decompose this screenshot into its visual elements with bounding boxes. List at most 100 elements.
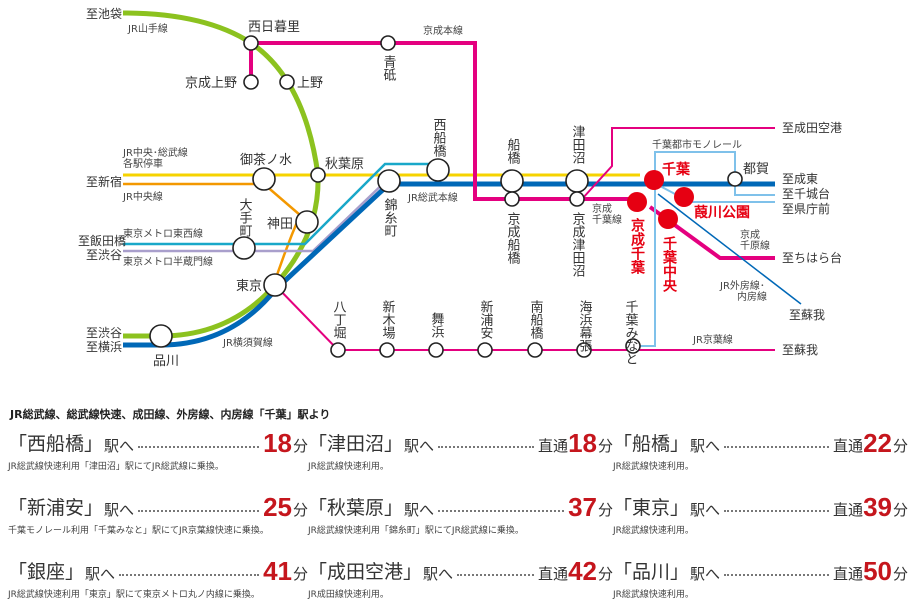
dir-narita-airport: 至成田空港 bbox=[782, 121, 842, 135]
station-aoto[interactable] bbox=[380, 35, 396, 51]
station-maihama[interactable] bbox=[428, 342, 444, 358]
minutes-unit: 分 bbox=[597, 565, 613, 583]
line-tozai bbox=[123, 162, 445, 246]
destination: 「秋葉原」 bbox=[308, 497, 404, 519]
label-shinagawa: 品川 bbox=[153, 354, 179, 369]
dir-soga-1: 至蘇我 bbox=[789, 308, 825, 322]
station-minamifunabashi[interactable] bbox=[527, 342, 543, 358]
station-chiba-chuo[interactable] bbox=[658, 209, 678, 229]
station-ochanomizu[interactable] bbox=[252, 167, 276, 191]
destination: 「銀座」 bbox=[8, 561, 85, 583]
label-nishifunabashi: 西船橋 bbox=[431, 118, 447, 158]
dir-chiharadai: 至ちはら台 bbox=[782, 250, 842, 265]
station-keisei-chiba[interactable] bbox=[627, 192, 647, 212]
station-kanda[interactable] bbox=[295, 210, 319, 234]
minutes-unit: 分 bbox=[292, 565, 308, 583]
destination: 「船橋」 bbox=[613, 433, 690, 455]
station-tokyo[interactable] bbox=[263, 273, 287, 297]
label-maihama: 舞浜 bbox=[429, 312, 445, 338]
stations bbox=[149, 35, 743, 358]
label-hanzomon: 東京メトロ半蔵門線 bbox=[123, 255, 213, 268]
station-keisei-ueno[interactable] bbox=[243, 74, 259, 90]
destination-suffix: 駅へ bbox=[404, 501, 435, 519]
label-kinshicho: 錦糸町 bbox=[382, 197, 398, 237]
label-funabashi: 船橋 bbox=[505, 138, 521, 165]
station-shinagawa[interactable] bbox=[149, 324, 173, 348]
station-ueno[interactable] bbox=[279, 74, 295, 90]
station-akihabara[interactable] bbox=[310, 167, 326, 183]
route-note: JR総武線快速利用。 bbox=[613, 462, 694, 472]
label-local-train: 各駅停車 bbox=[123, 157, 163, 170]
destination-suffix: 駅へ bbox=[404, 437, 435, 455]
travel-time-item: 「船橋」 駅へ 直通 22 分 JR総武線快速利用。 bbox=[613, 424, 908, 474]
destination: 「成田空港」 bbox=[308, 561, 423, 583]
station-hatchobori[interactable] bbox=[330, 342, 346, 358]
minutes: 25 bbox=[263, 492, 292, 522]
dir-soga-2: 至蘇我 bbox=[782, 343, 818, 357]
dot-leader bbox=[138, 510, 260, 512]
line-sotobo bbox=[657, 193, 802, 305]
dot-leader bbox=[724, 446, 830, 448]
minutes-unit: 分 bbox=[892, 565, 908, 583]
travel-time-item: 「東京」 駅へ 直通 39 分 JR総武線快速利用。 bbox=[613, 488, 908, 538]
travel-times-heading: JR総武線、総武線快速、成田線、外房線、内房線「千葉」駅より bbox=[10, 408, 331, 421]
station-kaihinmakuhari[interactable] bbox=[576, 342, 592, 358]
destination: 「西船橋」 bbox=[8, 433, 104, 455]
route-note: JR総武線快速利用「津田沼」駅にてJR総武線に乗換。 bbox=[8, 462, 224, 472]
station-chibaminato[interactable] bbox=[625, 338, 641, 354]
label-chiba: 千葉 bbox=[662, 161, 691, 178]
station-chiba[interactable] bbox=[644, 170, 664, 190]
station-yoshikawa-koen[interactable] bbox=[674, 187, 694, 207]
minutes: 41 bbox=[263, 556, 292, 586]
dir-yokohama: 至横浜 bbox=[86, 340, 122, 354]
route-note: 千葉モノレール利用「千葉みなと」駅にてJR京葉線快速に乗換。 bbox=[8, 526, 269, 536]
label-keisei-chiba: 京成千葉 bbox=[629, 217, 646, 275]
label-toga: 都賀 bbox=[743, 162, 769, 177]
station-shinkiba[interactable] bbox=[379, 342, 395, 358]
label-keisei-chihara-2: 千原線 bbox=[740, 239, 770, 252]
travel-time-item: 「品川」 駅へ 直通 50 分 JR総武線快速利用。 bbox=[613, 552, 908, 600]
dot-leader bbox=[438, 510, 565, 512]
dot-leader bbox=[138, 446, 260, 448]
travel-time-item: 「秋葉原」 駅へ 37 分 JR総武線快速利用「錦糸町」駅にてJR総武線に乗換。 bbox=[308, 488, 613, 538]
direct-label: 直通 bbox=[833, 565, 864, 583]
label-sobu-main: JR総武本線 bbox=[407, 191, 458, 204]
vertical-labels: 青砥 大手町 錦糸町 西船橋 船橋 京成船橋 津田沼 京成津田沼 八丁堀 新木場… bbox=[237, 55, 679, 365]
label-yokosuka: JR横須賀線 bbox=[222, 336, 273, 349]
station-shinurayasu[interactable] bbox=[477, 342, 493, 358]
minutes-unit: 分 bbox=[597, 501, 613, 519]
station-tsudanuma[interactable] bbox=[565, 169, 589, 193]
station-otemachi[interactable] bbox=[232, 236, 256, 260]
destination: 「新浦安」 bbox=[8, 497, 104, 519]
travel-time-item: 「銀座」 駅へ 41 分 JR総武線快速利用「東京」駅にて東京メトロ丸ノ内線に乗… bbox=[8, 552, 308, 600]
station-kinshicho[interactable] bbox=[377, 169, 401, 193]
direct-label: 直通 bbox=[833, 437, 864, 455]
route-note: JR総武線快速利用「錦糸町」駅にてJR総武線に乗換。 bbox=[308, 526, 524, 536]
station-keisei-tsudanuma[interactable] bbox=[569, 191, 585, 207]
destination: 「東京」 bbox=[613, 497, 690, 519]
label-keisei-chiba-2: 千葉線 bbox=[592, 213, 622, 226]
minutes-unit: 分 bbox=[292, 437, 308, 455]
station-nishifunabashi[interactable] bbox=[426, 158, 450, 182]
minutes-unit: 分 bbox=[597, 437, 613, 455]
label-ochanomizu: 御茶ノ水 bbox=[240, 152, 292, 168]
dir-naruto: 至成東 bbox=[782, 172, 818, 186]
dot-leader bbox=[724, 574, 830, 576]
label-chuo-sobu-local: JR中央･総武線 bbox=[122, 146, 188, 159]
label-yoshikawa-koen: 葭川公園 bbox=[694, 204, 750, 221]
station-keisei-funabashi[interactable] bbox=[504, 191, 520, 207]
station-nishinippori[interactable] bbox=[243, 35, 259, 51]
station-toga[interactable] bbox=[727, 171, 743, 187]
dir-iidabashi: 至飯田橋 bbox=[78, 233, 126, 248]
station-funabashi[interactable] bbox=[500, 169, 524, 193]
label-tsudanuma: 津田沼 bbox=[570, 125, 586, 164]
label-keisei-funabashi: 京成船橋 bbox=[505, 212, 521, 265]
dir-shibuya-1: 至渋谷 bbox=[86, 248, 122, 262]
line-keisei bbox=[249, 41, 637, 201]
dir-chishirodai: 至千城台 bbox=[782, 186, 830, 201]
dir-shibuya-2: 至渋谷 bbox=[86, 326, 122, 340]
label-sotobo-1: JR外房線･ bbox=[719, 279, 765, 292]
minutes: 37 bbox=[568, 492, 597, 522]
label-chiba-chuo: 千葉中央 bbox=[661, 235, 678, 293]
destination-suffix: 駅へ bbox=[104, 501, 135, 519]
